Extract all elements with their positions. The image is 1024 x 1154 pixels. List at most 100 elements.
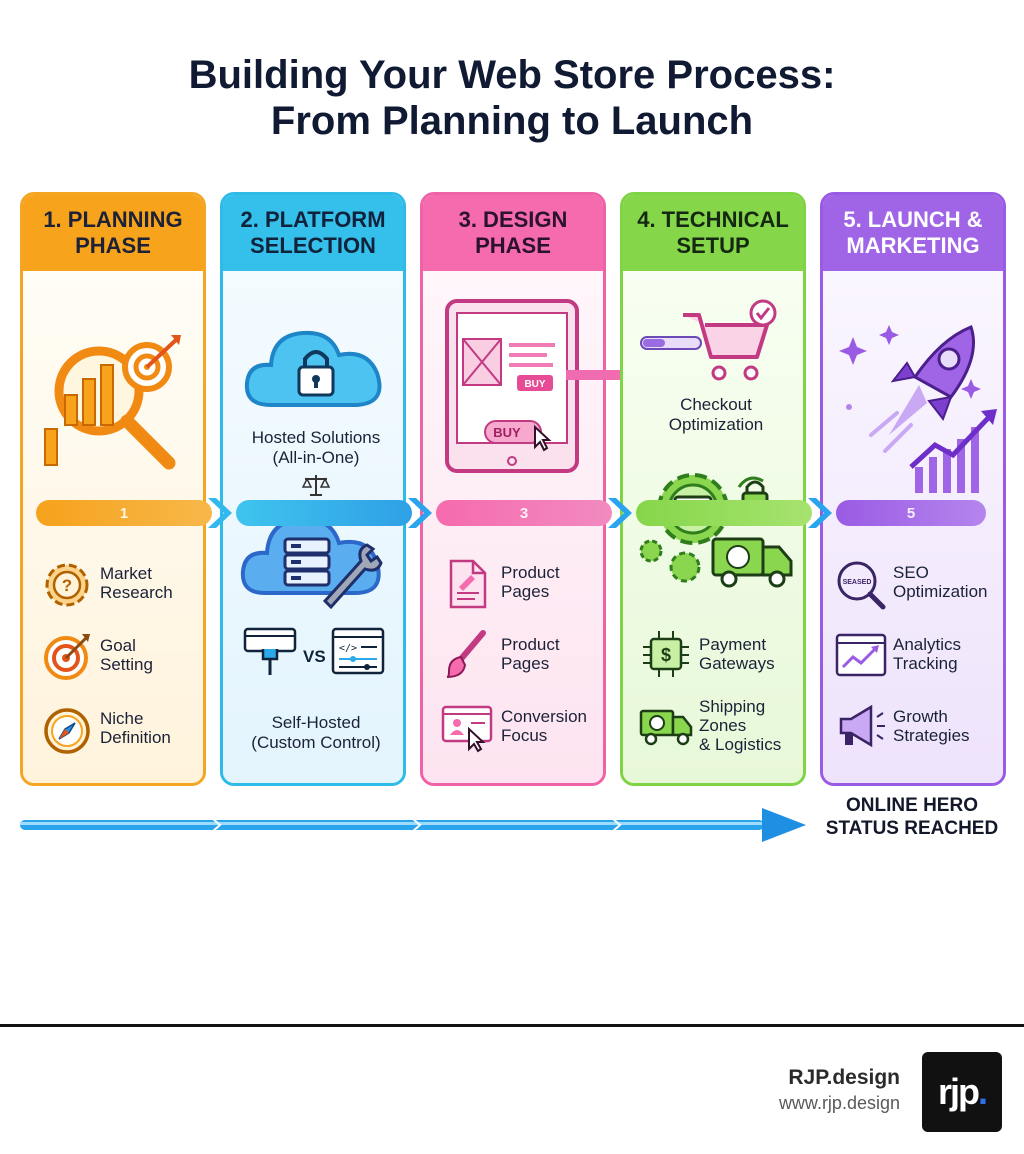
platform-header-line-2: SELECTION — [250, 233, 376, 258]
launch-item-2-line-2: Tracking — [893, 654, 958, 673]
checkout-line-2: Optimization — [668, 415, 764, 434]
vs-label: VS — [303, 647, 326, 666]
question-gear-icon: ? — [45, 563, 89, 607]
svg-text:$: $ — [661, 645, 671, 665]
design-header-line-2: PHASE — [475, 233, 551, 258]
design-item-1-line-2: Pages — [501, 582, 550, 601]
launch-item-3-line-2: Strategies — [893, 726, 970, 745]
technical-header-line-2: SETUP — [676, 233, 750, 258]
planning-item-3-line-2: Definition — [100, 728, 171, 747]
online-hero-status: ONLINE HERO STATUS REACHED — [820, 794, 1004, 840]
step-band-4 — [636, 500, 812, 526]
brand-url[interactable]: www.rjp.design — [778, 1093, 900, 1113]
svg-text:</>: </> — [339, 643, 357, 654]
chevron-right-icon — [808, 498, 832, 528]
technical-setup-body: Checkout Optimization $ — [623, 271, 803, 783]
planning-item-2-line-2: Setting — [100, 655, 153, 674]
title-line-2: From Planning to Launch — [270, 99, 754, 143]
launch-item-3-line-1: Growth — [893, 707, 948, 726]
planning-phase-body — [23, 271, 203, 783]
design-item-1-line-1: Product — [501, 563, 560, 582]
launch-marketing-header: 5. LAUNCH &MARKETING — [823, 195, 1003, 271]
svg-text:?: ? — [62, 576, 72, 595]
hosted-line-2: (All-in-One) — [272, 448, 360, 467]
buy-large-label: BUY — [493, 425, 521, 440]
browser-cursor-icon — [441, 705, 493, 753]
megaphone-icon — [839, 704, 885, 748]
timeline-arrow-icon — [20, 808, 806, 842]
balance-scale-icon — [301, 475, 331, 496]
technical-item-2-line-1: Shipping — [699, 697, 766, 716]
step-band-1: 1 — [36, 500, 212, 526]
self-hosted-line-2: (Custom Control) — [251, 733, 381, 752]
rjp-logo: rjp. — [922, 1052, 1002, 1132]
code-settings-window-icon: </> — [331, 627, 385, 675]
gears-card-truck-icon — [639, 473, 793, 588]
planning-item-1-line-1: Market — [100, 564, 152, 583]
checkout-line-1: Checkout — [680, 395, 752, 414]
step-band-2 — [236, 500, 412, 526]
chevron-right-icon — [408, 498, 432, 528]
compass-icon — [44, 708, 90, 754]
design-item-2-line-2: Pages — [501, 654, 550, 673]
rocket-growth-icon — [839, 325, 997, 493]
shopping-cart-icon — [640, 299, 777, 381]
logo-text: rjp — [937, 1071, 980, 1112]
technical-item-2-line-3: & Logistics — [699, 735, 782, 754]
design-item-2-line-1: Product — [501, 635, 560, 654]
platform-header-line-1: 2. PLATFORM — [240, 207, 386, 232]
step-number-5: 5 — [906, 504, 916, 522]
logo-dot: . — [978, 1071, 988, 1112]
tablet-mockup-icon: BUY BUY — [445, 299, 579, 473]
title-line-1: Building Your Web Store Process: — [188, 53, 836, 97]
hero-line-2: STATUS REACHED — [825, 818, 999, 839]
technical-header-line-1: 4. TECHNICAL — [637, 207, 789, 232]
launch-header-line-1: 5. LAUNCH & — [843, 207, 983, 232]
search-icon: SEASED — [837, 561, 886, 610]
self-hosted-line-1: Self-Hosted — [271, 713, 361, 732]
self-hosted-label: Self-Hosted (Custom Control) — [226, 713, 403, 753]
brand-name[interactable]: RJP.design — [788, 1066, 900, 1089]
technical-item-2-line-2: Zones — [699, 716, 747, 735]
chevron-right-icon — [208, 498, 232, 528]
launch-marketing-column: 5. LAUNCH &MARKETING SEASED — [820, 192, 1006, 786]
cloud-lock-icon — [244, 330, 382, 407]
launch-item-1-line-2: Optimization — [893, 582, 988, 601]
paintbrush-icon — [446, 630, 486, 678]
target-icon — [44, 634, 90, 680]
planning-item-1-line-2: Research — [100, 583, 173, 602]
planning-item-2-line-1: Goal — [100, 636, 136, 655]
technical-item-1-line-2: Gateways — [699, 654, 775, 673]
step-number-1: 1 — [119, 504, 129, 522]
platform-selection-body: Hosted Solutions (All-in-One) VS — [223, 271, 403, 783]
chart-window-icon — [835, 633, 887, 677]
hosted-line-1: Hosted Solutions — [251, 428, 381, 447]
seo-icon-text: SEASED — [843, 579, 872, 586]
checkout-optimization-label: Checkout Optimization — [626, 395, 803, 435]
planning-header-line-1: 1. PLANNING — [43, 207, 183, 232]
planning-header-line-2: PHASE — [75, 233, 151, 258]
server-cloud-icon — [240, 516, 383, 610]
analytics-magnifier-icon — [44, 335, 181, 470]
hero-line-1: ONLINE HERO — [846, 795, 978, 816]
design-item-3-line-2: Focus — [501, 726, 548, 745]
technical-item-1-line-1: Payment — [699, 635, 767, 654]
